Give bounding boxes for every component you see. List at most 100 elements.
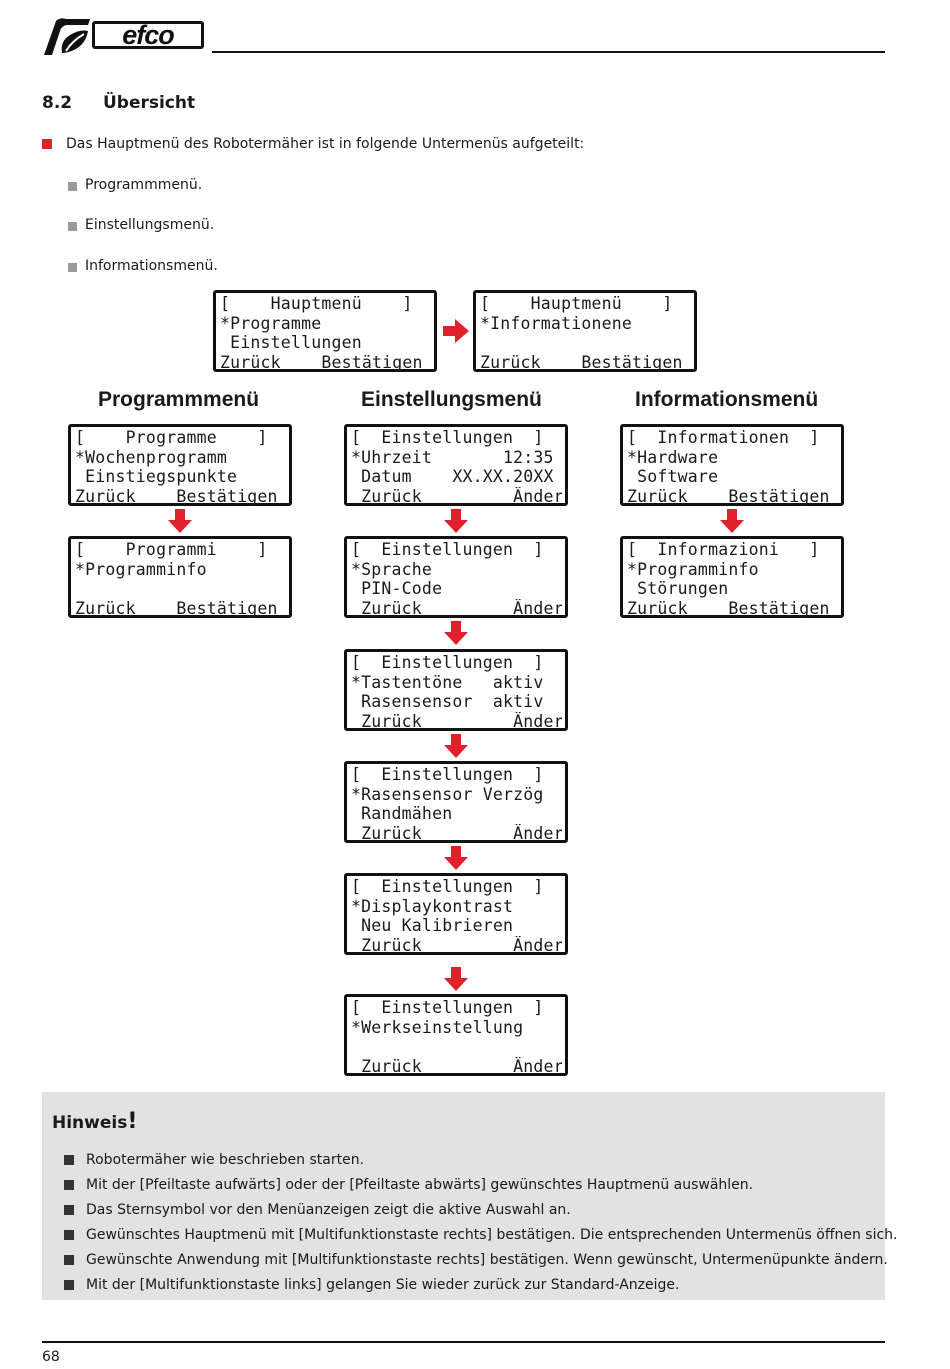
lcd-line: *Informationene <box>480 313 633 333</box>
arrow-down-icon <box>444 509 468 533</box>
lcd-line: Zurück Ändern <box>351 935 562 955</box>
lcd-line: *Displaykontrast <box>351 896 514 916</box>
note-bullet <box>64 1205 74 1215</box>
note-item-text: Mit der [Multifunktionstaste links] gela… <box>86 1277 680 1293</box>
arrow-down-icon <box>720 509 744 533</box>
lcd-programmi: [ Programmi ] *Programminfo Zurück Bestä… <box>68 536 292 618</box>
lcd-line: Zurück Ändern <box>351 823 562 843</box>
brand-wordmark: efco <box>92 21 204 49</box>
lcd-line: *Programminfo <box>75 559 207 579</box>
lcd-line: [ Einstellungen ] <box>351 877 544 896</box>
note-title: Hinweis! <box>52 1109 137 1134</box>
lcd-line: *Sprache <box>351 559 433 579</box>
submenu-bullet <box>68 263 77 272</box>
submenu-item: Informationsmenü. <box>85 258 218 274</box>
lcd-settings-factory: [ Einstellungen ] *Werkseinstellung Zurü… <box>344 994 568 1076</box>
lcd-line: [ Programme ] <box>75 428 268 447</box>
lcd-line: *Uhrzeit 12:35 <box>351 447 554 467</box>
lcd-line <box>75 579 286 599</box>
lcd-line: Einstellungen <box>220 333 362 352</box>
lcd-line: *Tastentöne aktiv <box>351 672 544 692</box>
lcd-programs: [ Programme ] *Wochenprogramm Einstiegsp… <box>68 424 292 506</box>
lcd-line: Zurück Bestätigen <box>627 486 830 506</box>
lcd-line: [ Einstellungen ] <box>351 765 544 784</box>
note-item-text: Robotermäher wie beschrieben starten. <box>86 1152 365 1168</box>
note-item-text: Mit der [Pfeiltaste aufwärts] oder der [… <box>86 1177 754 1193</box>
header-rule <box>212 51 885 53</box>
lcd-line: [ Informationen ] <box>627 428 820 447</box>
brand-leaf-icon <box>44 18 90 55</box>
lcd-line: Zurück Ändern <box>351 486 562 506</box>
lcd-main-menu-info: [ Hauptmenü ] *Informationene Zurück Bes… <box>473 290 697 372</box>
lcd-line: [ Programmi ] <box>75 540 268 559</box>
lcd-line: Rasensensor aktiv <box>351 692 544 711</box>
submenu-bullet <box>68 222 77 231</box>
page-number: 68 <box>42 1349 60 1365</box>
lcd-line: Zurück Ändern <box>351 711 562 731</box>
lcd-information: [ Informationen ] *Hardware Software Zur… <box>620 424 844 506</box>
footer-rule <box>42 1341 885 1343</box>
lcd-line: Störungen <box>627 579 729 598</box>
lcd-line: Randmähen <box>351 804 453 823</box>
lcd-line: [ Informazioni ] <box>627 540 820 559</box>
note-item-text: Das Sternsymbol vor den Menüanzeigen zei… <box>86 1202 571 1218</box>
note-bullet <box>64 1155 74 1165</box>
lcd-line: Zurück Bestätigen <box>480 352 683 372</box>
lcd-line: Zurück Ändern <box>351 1056 562 1076</box>
arrow-down-icon <box>168 509 192 533</box>
arrow-down-icon <box>444 621 468 645</box>
submenu-bullet <box>68 182 77 191</box>
lcd-line: [ Hauptmenü ] <box>480 294 673 313</box>
lcd-main-menu-programs: [ Hauptmenü ] *Programme Einstellungen Z… <box>213 290 437 372</box>
lcd-line: [ Einstellungen ] <box>351 653 544 672</box>
lcd-line: Neu Kalibrieren <box>351 916 514 935</box>
submenu-item: Einstellungsmenü. <box>85 217 215 233</box>
note-exclamation: ! <box>127 1109 138 1134</box>
note-bullet <box>64 1255 74 1265</box>
intro-text: Das Hauptmenü des Robotermäher ist in fo… <box>66 136 585 152</box>
lcd-line <box>480 333 691 353</box>
lcd-settings-time: [ Einstellungen ] *Uhrzeit 12:35 Datum X… <box>344 424 568 506</box>
section-number: 8.2 <box>42 93 73 113</box>
lcd-line: *Wochenprogramm <box>75 447 228 467</box>
lcd-settings-display: [ Einstellungen ] *Displaykontrast Neu K… <box>344 873 568 955</box>
lcd-line: PIN-Code <box>351 579 443 598</box>
lcd-settings-lawnsensor: [ Einstellungen ] *Rasensensor Verzög Ra… <box>344 761 568 843</box>
lcd-line: *Programme <box>220 313 322 333</box>
brand-logo: efco <box>40 15 208 57</box>
arrow-down-icon <box>444 967 468 991</box>
lcd-line: [ Einstellungen ] <box>351 540 544 559</box>
lcd-settings-keytones: [ Einstellungen ] *Tastentöne aktiv Rase… <box>344 649 568 731</box>
lcd-line: *Programminfo <box>627 559 759 579</box>
program-menu-heading: Programmmenü <box>98 388 260 411</box>
lcd-line: Zurück Bestätigen <box>220 352 423 372</box>
submenu-item: Programmmenü. <box>85 177 203 193</box>
lcd-line: Zurück Bestätigen <box>75 486 278 506</box>
intro-bullet <box>42 139 52 149</box>
info-menu-heading: Informationsmenü <box>635 388 819 411</box>
lcd-informazioni: [ Informazioni ] *Programminfo Störungen… <box>620 536 844 618</box>
arrow-down-icon <box>444 734 468 758</box>
lcd-line: Software <box>627 467 719 486</box>
lcd-settings-language: [ Einstellungen ] *Sprache PIN-Code Zurü… <box>344 536 568 618</box>
section-title: Übersicht <box>103 93 196 113</box>
arrow-down-icon <box>444 846 468 870</box>
lcd-line: Zurück Bestätigen <box>75 598 278 618</box>
lcd-line: Zurück Bestätigen <box>627 598 830 618</box>
lcd-line: [ Hauptmenü ] <box>220 294 413 313</box>
arrow-right-icon <box>443 319 469 343</box>
note-item-text: Gewünschte Anwendung mit [Multifunktions… <box>86 1252 888 1268</box>
note-item-text: Gewünschtes Hauptmenü mit [Multifunktion… <box>86 1227 898 1243</box>
lcd-line <box>351 1037 562 1057</box>
settings-menu-heading: Einstellungsmenü <box>361 388 542 411</box>
lcd-line: [ Einstellungen ] <box>351 428 544 447</box>
lcd-line: Zurück Ändern <box>351 598 562 618</box>
lcd-line: Einstiegspunkte <box>75 467 238 486</box>
lcd-line: Datum XX.XX.20XX <box>351 467 554 486</box>
note-title-text: Hinweis <box>52 1113 128 1133</box>
note-bullet <box>64 1230 74 1240</box>
lcd-line: *Hardware <box>627 447 719 467</box>
note-bullet <box>64 1280 74 1290</box>
note-box: Hinweis! Robotermäher wie beschrieben st… <box>42 1092 898 1300</box>
note-bullet <box>64 1180 74 1190</box>
